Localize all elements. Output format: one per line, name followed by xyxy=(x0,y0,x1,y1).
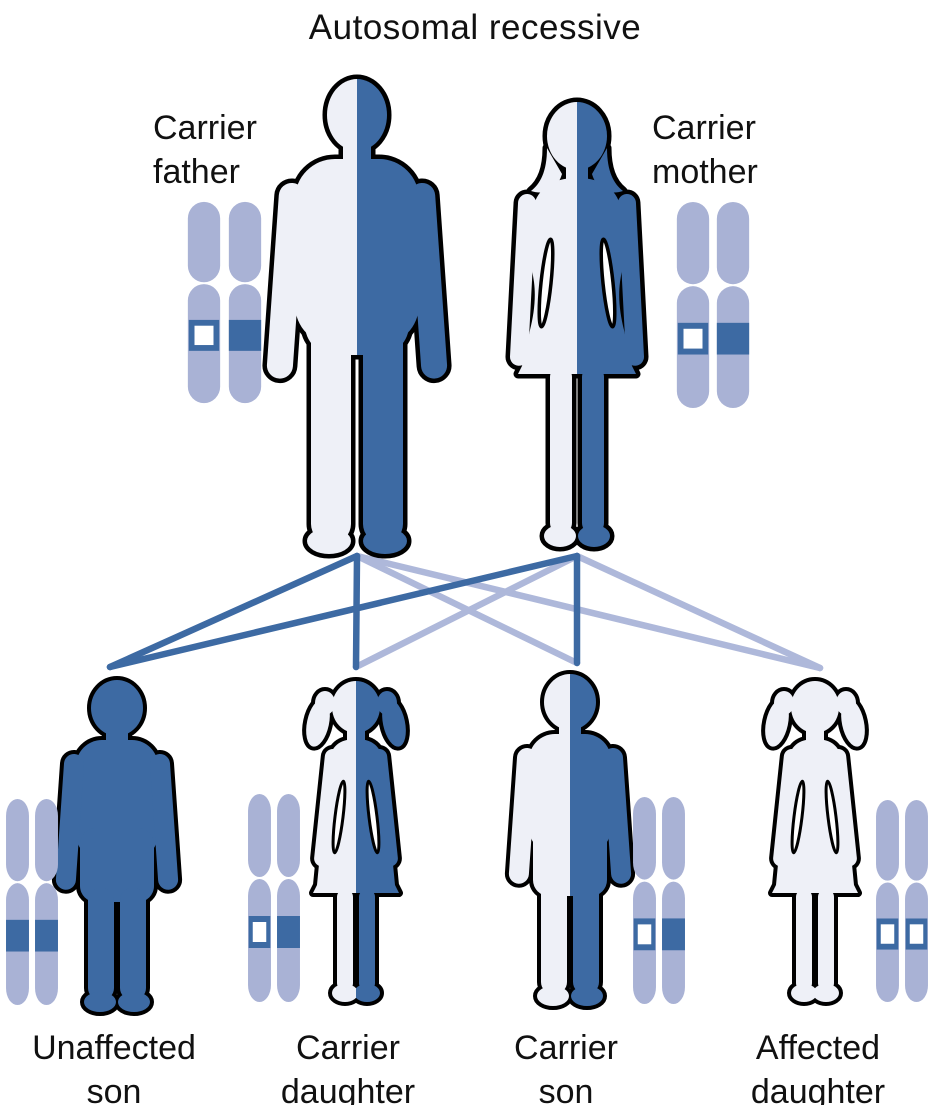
chromosome-recessive-allele xyxy=(677,202,709,408)
affected-daughter-label: Affected daughter xyxy=(750,1029,886,1105)
chromosome-recessive-allele xyxy=(905,800,928,1002)
unaffected-son-chromosome-pair xyxy=(6,798,58,1006)
arm-gap xyxy=(365,779,381,855)
line-mother-to-carrier-daughter xyxy=(352,552,581,671)
carrier-son-silhouette xyxy=(508,674,632,1006)
carrier-mother-silhouette xyxy=(510,102,645,547)
carrier-son-label: Carrier son xyxy=(514,1029,618,1105)
diagram-title: Autosomal recessive xyxy=(308,8,642,47)
carrier-mother-label: Carrier mother xyxy=(652,109,758,191)
carrier-daughter-chromosome-pair xyxy=(248,794,300,1002)
chromosome-dominant-allele xyxy=(228,201,262,404)
unaffected-son-label: Unaffected son xyxy=(32,1029,196,1105)
carrier-son-chromosome-pair xyxy=(633,797,685,1004)
line-mother-to-unaffected-son xyxy=(106,552,581,671)
arm-gap xyxy=(599,237,617,329)
line-father-to-affected-daughter xyxy=(353,552,824,672)
carrier-daughter-silhouette xyxy=(302,681,409,1002)
chromosome-recessive-allele xyxy=(876,800,899,1002)
chromosome-dominant-allele xyxy=(716,201,750,409)
arm-gap xyxy=(824,779,840,855)
carrier-daughter-label: Carrier daughter xyxy=(280,1029,416,1105)
father-chromosome-pair xyxy=(188,201,262,404)
chromosome-dominant-allele xyxy=(662,796,685,1005)
chromosome-dominant-allele xyxy=(6,798,29,1006)
chromosome-recessive-allele xyxy=(633,797,656,1004)
chromosome-dominant-allele xyxy=(277,794,300,1002)
chromosome-dominant-allele xyxy=(35,798,58,1006)
carrier-father-silhouette xyxy=(266,79,448,554)
unaffected-son-silhouette xyxy=(55,680,179,1012)
carrier-father-label: Carrier father xyxy=(153,109,257,191)
inheritance-lines-dominant xyxy=(106,552,581,671)
chromosome-recessive-allele xyxy=(188,202,220,403)
line-father-to-unaffected-son xyxy=(106,552,361,671)
arm-gap xyxy=(331,779,347,855)
arm-gap xyxy=(537,237,555,329)
mother-chromosome-pair xyxy=(677,201,750,409)
affected-daughter-chromosome-pair xyxy=(876,800,928,1002)
inheritance-lines-recessive xyxy=(352,552,824,672)
affected-daughter-silhouette xyxy=(761,681,868,1002)
chromosome-recessive-allele xyxy=(248,794,271,1002)
line-mother-to-affected-daughter xyxy=(573,552,824,672)
arm-gap xyxy=(790,779,806,855)
